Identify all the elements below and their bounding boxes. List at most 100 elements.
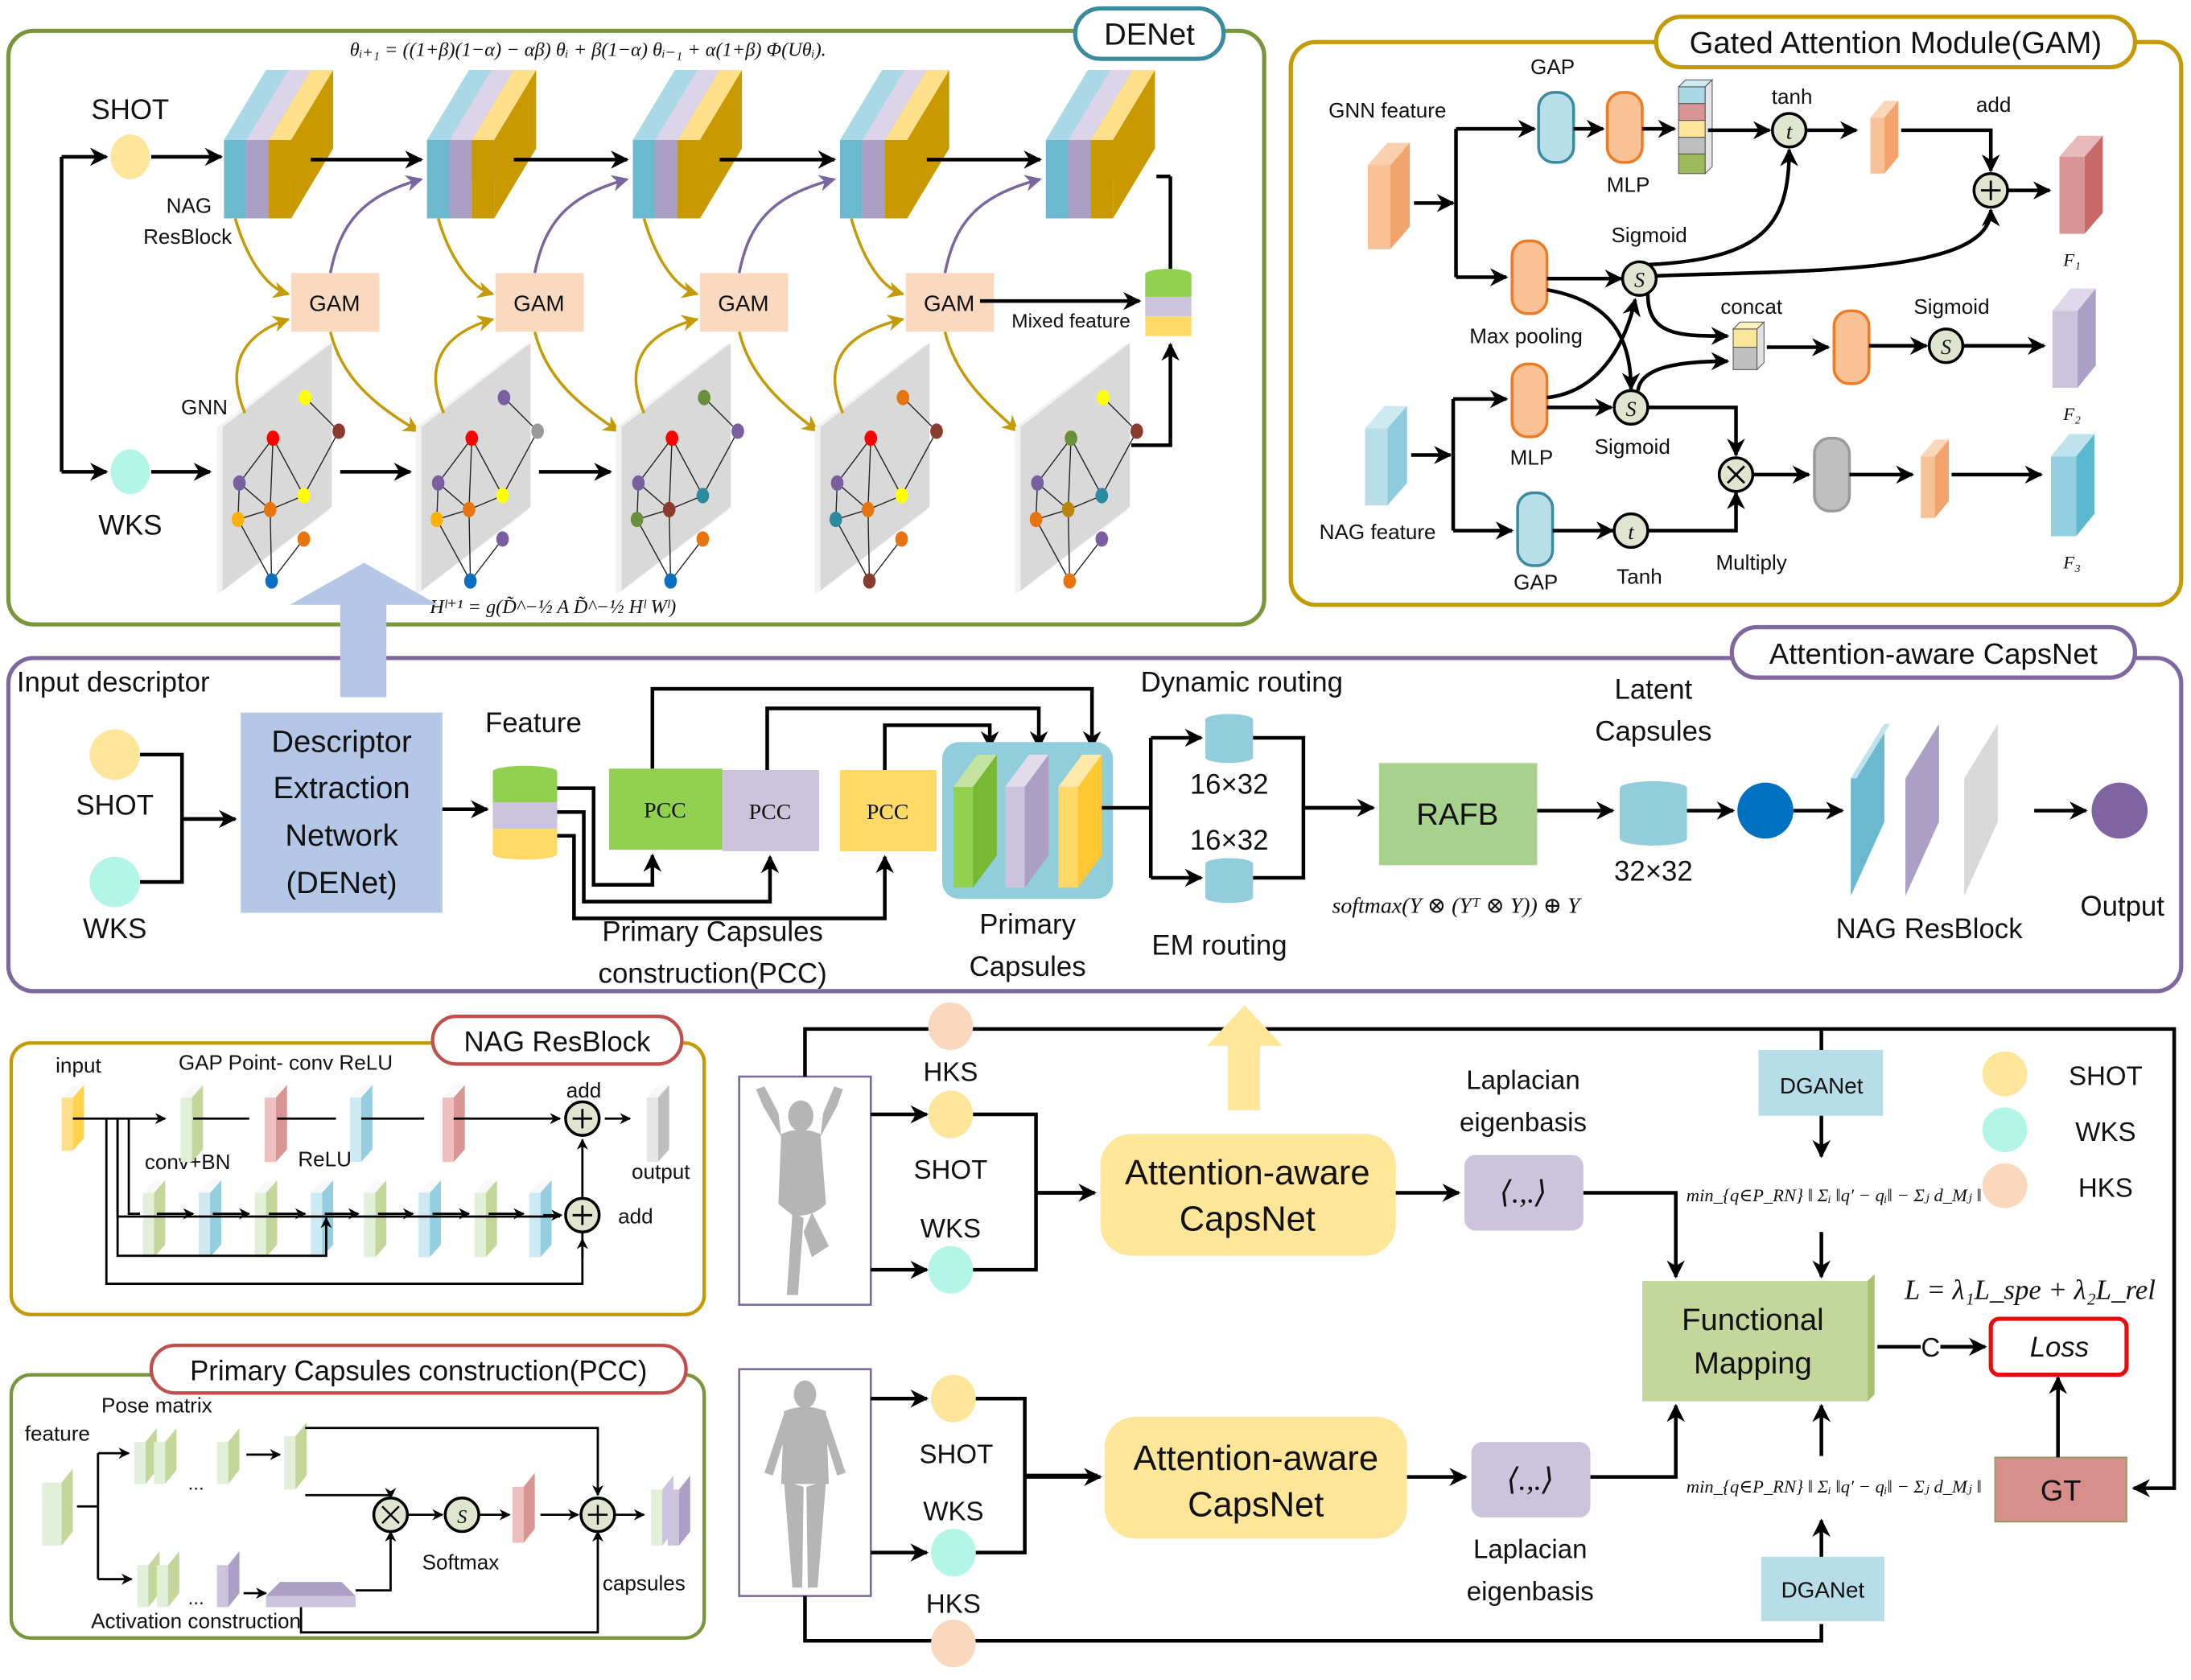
gnn-node [696,488,710,504]
gnn-to-gam-arrow [434,315,495,414]
caps-nag-resblock [1851,723,1998,896]
gam-maxpool-label: Max pooling [1469,323,1583,348]
gnn-node [531,423,544,439]
gnn-node [1095,488,1109,504]
gam-to-gnn-arrow [737,331,819,433]
gnn-feature-label: GNN feature [1328,98,1446,122]
gnn-plane-5 [1015,343,1143,595]
gam-box-2 [495,273,584,332]
pcc-title: Primary Capsules construction(PCC) [190,1357,647,1387]
sig3-to-concat [1636,352,1730,391]
top-inner-product-label: ⟨.,.⟩ [1500,1176,1547,1210]
gnn-node [299,389,312,406]
nag-label-line2: ResBlock [143,224,233,249]
latent-dim-label: 32×32 [1614,856,1693,887]
gnn-node [465,430,479,447]
gap-top-node [1537,91,1575,164]
gnn-node [630,511,644,528]
pcc3-to-primary [883,723,999,771]
tanh-bottom-glyph: t [1628,521,1634,544]
tanh-to-multiply [1647,491,1745,533]
sigmoid-1-glyph: S [1634,269,1645,292]
pcc-box-2 [722,770,819,851]
f3-label: F₃ [2062,552,2081,572]
legend-wks-label: WKS [2075,1118,2135,1147]
denet-update-formula: θᵢ₊₁ = ((1+β)(1−α) − αβ) θᵢ + β(1−α) θᵢ₋… [350,39,826,61]
pcc-box-3 [839,770,937,851]
channel-stack-icon [1677,78,1714,175]
gnn-node [1029,511,1043,528]
nag-bottom-layer-5 [364,1180,387,1258]
tanh-op-glyph: t [1786,119,1794,144]
bottom-laplacian-to-fm [1590,1403,1686,1479]
gam-box-1 [290,273,380,332]
primary-caps-label-line2: Capsules [970,952,1086,982]
latent-node-dot [1737,782,1794,839]
legend-shot-swatch [1982,1051,2028,1097]
pcc-ellipsis-bottom: ... [187,1587,204,1609]
pipeline-panel: HKS SHOT WKS Attention-aware CapsNet Lap… [738,1002,2177,1668]
gnn-node [1031,475,1044,491]
gnn-node [861,501,875,517]
top-laplacian-line2: eigenbasis [1460,1108,1587,1138]
bottom-capsnet-box [1104,1416,1407,1539]
dynamic-routing-label: Dynamic routing [1141,668,1343,698]
pcc1-to-primary [650,686,1102,769]
top-inner-product-box [1464,1155,1584,1231]
dynamic-routing-capsule [1205,714,1254,764]
activation-plate [266,1582,356,1608]
pcc-plus-glyph [587,1505,608,1525]
gnn-node [1065,430,1077,447]
nag-relu-layer [349,1085,373,1163]
pcc2-to-primary [765,706,1048,771]
nag-bottom-start [127,1118,140,1215]
gam-mid-feature-bottom [1921,439,1949,518]
pcc-plate-to-mul [355,1530,397,1591]
nag-resblock-stage-2 [426,70,537,219]
top-shot-label: SHOT [914,1155,988,1185]
gnn-label: GNN [181,395,228,419]
bottom-laplacian-line1: Laplacian [1473,1535,1587,1565]
gnn-node [496,488,509,504]
gnn-node [664,573,677,589]
sig1-to-tanh [1649,147,1798,267]
denet-box [241,712,443,913]
latent-capsule [1620,780,1687,846]
gam-tanh-bottom-label: Tanh [1616,565,1662,589]
gnn-node [430,511,443,528]
gnn-node [930,423,943,439]
gam-box-label: GAM [718,290,768,315]
nag-bottom-layer-4 [311,1180,334,1258]
nag-bottom-layer-2 [199,1180,221,1258]
gam-box-label: GAM [924,290,974,315]
nag-resblock-stage-4 [839,70,949,219]
gnn-node [297,488,311,504]
capsnet-title: Attention-aware CapsNet [1769,637,2098,670]
gap-bottom-node [1516,491,1555,567]
f1-feature-block [2059,135,2103,234]
pcc-split [76,1453,100,1579]
feature-cylinder [492,765,558,860]
primary-capsule-purple [1005,754,1049,888]
shot-descriptor-dot [110,134,150,179]
nag-output-label: output [632,1159,690,1184]
bottom-inner-product-label: ⟨.,.⟩ [1506,1463,1554,1497]
nag-mid-skip [116,1118,332,1258]
gnn-node [662,501,676,517]
bottom-dganet-box [1761,1556,1884,1621]
nag-relu-label: ReLU [298,1147,352,1171]
em-routing-dim: 16×32 [1190,826,1269,856]
pcc-softmax-glyph: S [457,1506,467,1528]
gnn-node [863,573,876,589]
gam-to-gnn-arrow [533,331,620,433]
top-wks-label: WKS [920,1214,981,1244]
bottom-dganet-label: DGANet [1781,1577,1865,1602]
pcc-capsules-label: capsules [603,1571,686,1596]
legend-hks-swatch [1982,1163,2028,1209]
fm-line1: Functional [1682,1303,1824,1337]
gnn-node [463,573,477,589]
feature-to-pcc1 [557,786,662,887]
gnn-node [265,573,278,589]
denet-title: DENet [1104,18,1195,52]
